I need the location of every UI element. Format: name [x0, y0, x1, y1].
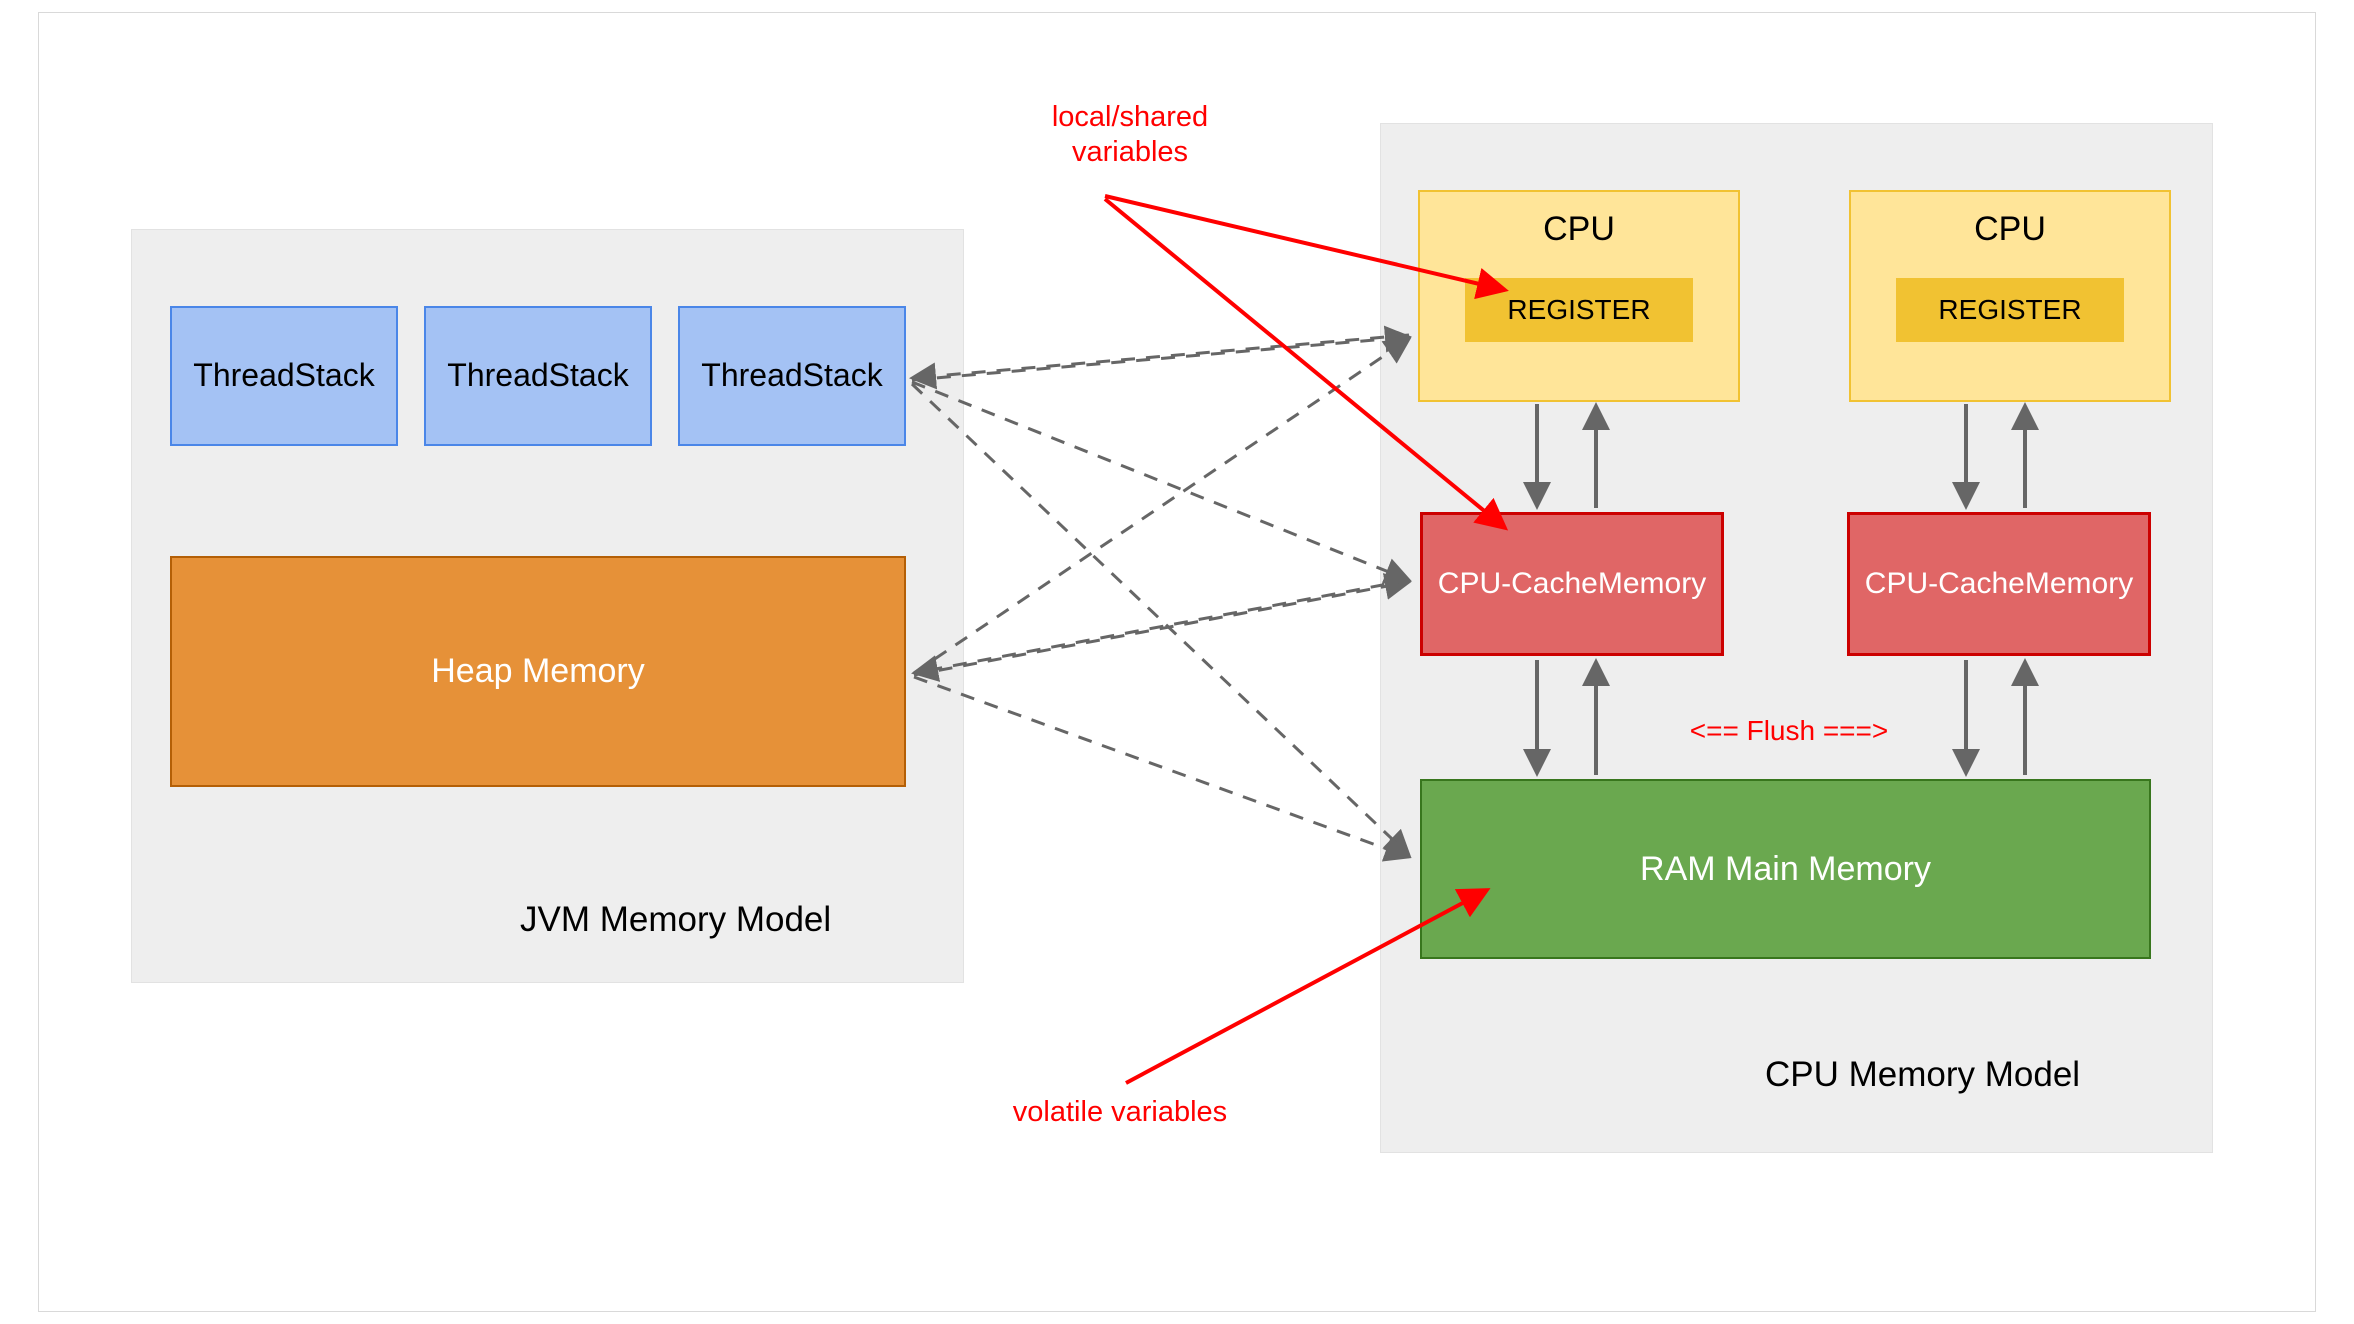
jvm-memory-model-label: JVM Memory Model	[520, 900, 832, 939]
flush-label: <== Flush ===>	[1689, 715, 1889, 746]
register-box-1[interactable]: REGISTER	[1465, 278, 1693, 342]
dashed-edges-thread-stack	[909, 325, 1412, 858]
cpu-box-2[interactable]: CPU REGISTER	[1849, 190, 2171, 402]
heap-memory-box[interactable]: Heap Memory	[170, 556, 906, 787]
cpu-title-1: CPU	[1543, 210, 1615, 248]
register-box-2[interactable]: REGISTER	[1896, 278, 2124, 342]
dashed-edges-heap	[911, 337, 1412, 862]
cpu-title-2: CPU	[1974, 210, 2046, 248]
cpu-memory-model-label: CPU Memory Model	[1765, 1055, 2081, 1094]
annotation-volatile-variables: volatile variables	[1012, 1096, 1228, 1128]
ram-main-memory-box[interactable]: RAM Main Memory	[1420, 779, 2151, 959]
cpu-box-1[interactable]: CPU REGISTER	[1418, 190, 1740, 402]
